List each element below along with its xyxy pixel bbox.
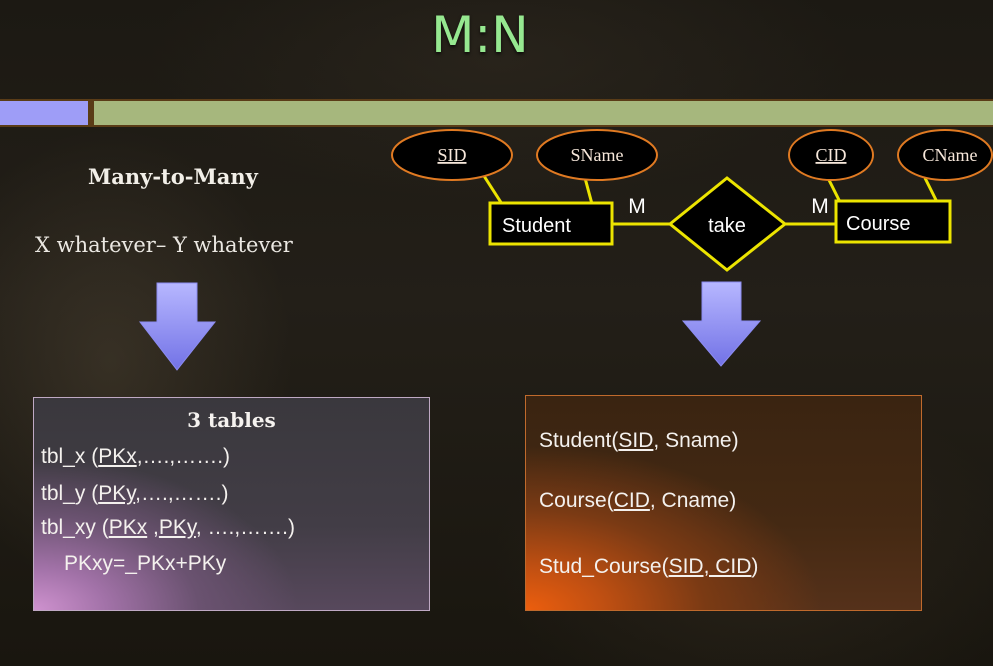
student-relation: Student(SID, Sname) (539, 426, 739, 456)
sid-connector (482, 175, 504, 205)
course-relation-suffix: , Cname) (649, 489, 737, 512)
student-cardinality: M (628, 195, 646, 218)
student-relation-prefix: Student( (539, 429, 619, 452)
tbl-y-primary-key: PKy (98, 482, 136, 505)
student-entity-label: Student (502, 215, 571, 237)
take-relationship (667, 176, 788, 272)
tbl-xy-suffix: , ….,…….) (195, 516, 296, 539)
down-arrow-icon (138, 282, 217, 371)
relationship-heading: Many-to-Many (88, 164, 258, 189)
sid-attribute-label: SID (437, 145, 466, 165)
tables-box: 3 tables tbl_x (PKx,….,…….) tbl_y (PKy,…… (33, 397, 430, 611)
relations-box: Student(SID, Sname) Course(CID, Cname) S… (525, 395, 922, 611)
tbl-xy-line: tbl_xy (PKx ,PKy, ….,…….) (41, 513, 295, 543)
cid-attribute (788, 129, 874, 181)
tbl-y-prefix: tbl_y ( (41, 482, 99, 505)
course-relation: Course(CID, Cname) (539, 486, 736, 516)
tbl-x-primary-key: PKx (98, 445, 137, 468)
student-relation-key: SID (618, 429, 654, 452)
tbl-y-line: tbl_y (PKy,….,…….) (41, 479, 229, 509)
sid-attribute (391, 129, 513, 181)
course-entity (834, 199, 952, 244)
header-bar-accent (0, 101, 88, 125)
student-entity (488, 201, 614, 246)
cname-attribute (897, 129, 993, 181)
stud-course-relation: Stud_Course(SID, CID) (539, 552, 758, 582)
cid-attribute-label: CID (816, 145, 847, 165)
slide-title: M:N (431, 6, 529, 64)
student-relation-suffix: , Sname) (653, 429, 739, 452)
cid-connector (826, 177, 842, 203)
down-arrow-icon (681, 281, 762, 367)
tbl-xy-separator: , (147, 516, 159, 539)
take-relationship-label: take (708, 215, 746, 237)
er-diagram: SID SName CID CName Student take Course … (391, 129, 993, 272)
tbl-x-suffix: ,….,…….) (136, 445, 231, 468)
course-entity-label: Course (846, 213, 910, 235)
header-bar (0, 99, 993, 127)
stud-course-relation-key: SID, CID (668, 555, 752, 578)
course-relation-prefix: Course( (539, 489, 614, 512)
cname-connector (923, 177, 939, 203)
tbl-x-prefix: tbl_x ( (41, 445, 99, 468)
course-relation-key: CID (613, 489, 650, 512)
tables-box-title: 3 tables (187, 408, 276, 432)
stud-course-relation-suffix: ) (751, 555, 759, 578)
course-cardinality: M (811, 195, 829, 218)
sname-connector (583, 177, 594, 205)
tbl-y-suffix: ,….,…….) (135, 482, 229, 505)
tbl-x-line: tbl_x (PKx,….,…….) (41, 442, 230, 472)
tbl-xy-prefix: tbl_xy ( (41, 516, 109, 539)
tbl-xy-key-x: PKx (108, 516, 148, 539)
tbl-xy-key-y: PKy (158, 516, 196, 539)
stud-course-relation-prefix: Stud_Course( (539, 555, 669, 578)
composite-key-line: PKxy=_PKx+PKy (64, 552, 227, 575)
relationship-pattern: X whatever– Y whatever (35, 233, 293, 257)
header-bar-main (94, 101, 993, 125)
sname-attribute-label: SName (571, 145, 624, 165)
sname-attribute (536, 129, 658, 181)
cname-attribute-label: CName (923, 145, 978, 165)
